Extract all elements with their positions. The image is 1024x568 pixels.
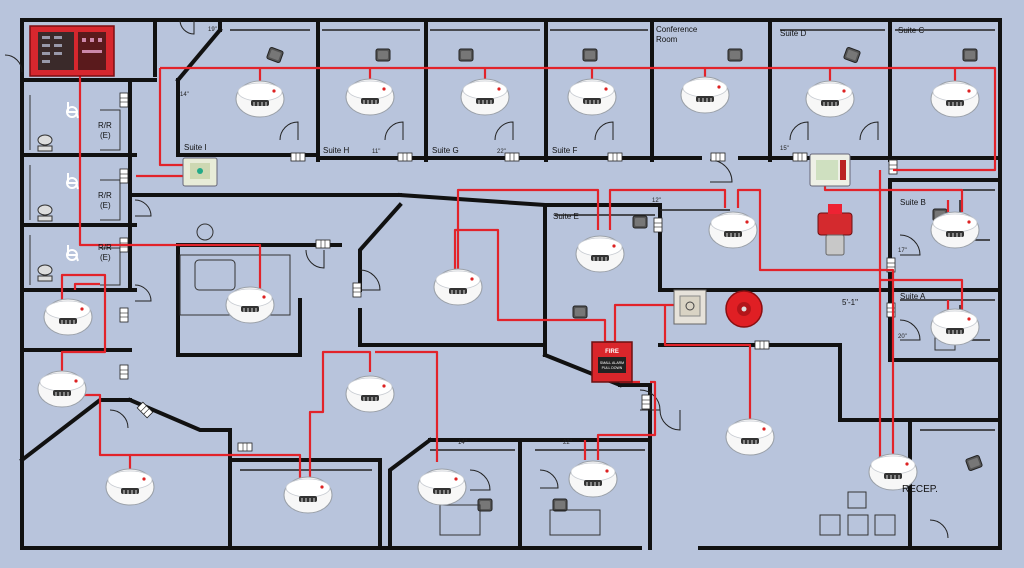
smoke-detector-icon — [235, 80, 285, 118]
smoke-detector-icon — [345, 78, 395, 116]
pull-station-text: PULL DOWN — [602, 366, 623, 370]
room-label-conference: Room — [656, 35, 678, 44]
dimension-label: 5'-1" — [842, 298, 858, 307]
dimension-labels: 19" 11" 14" 22" 12" 15" 17" 5'-1" 20" 14… — [180, 27, 907, 446]
control-module-icon — [809, 153, 851, 187]
dimension-label: 15" — [780, 146, 789, 152]
dimension-label: 19" — [208, 27, 217, 33]
room-label-suite-e: Suite E — [553, 212, 579, 221]
water-flow-switch-icon — [817, 204, 853, 256]
walls — [19, 18, 1002, 550]
dimension-label: 11" — [372, 149, 380, 155]
control-module-icon — [182, 157, 218, 187]
pull-station-label: FIRE — [605, 349, 619, 355]
smoke-detector-icon — [805, 80, 855, 118]
room-label-restroom: (E) — [100, 201, 111, 210]
smoke-detector-icon — [930, 211, 980, 249]
smoke-detector-icon — [568, 460, 618, 498]
room-label-suite-f: Suite F — [552, 146, 577, 155]
smoke-detector-icon — [725, 418, 775, 456]
room-label-restroom: (E) — [100, 131, 111, 140]
dimension-label: 22" — [497, 149, 506, 155]
room-label-reception: RECEP. — [902, 484, 938, 495]
dimension-label: 20" — [898, 334, 907, 340]
pull-station-text: SMALL ALARM — [600, 361, 624, 365]
dimension-label: 17" — [898, 248, 907, 254]
room-label-suite-i: Suite I — [184, 143, 207, 152]
room-label-suite-a: Suite A — [900, 292, 926, 301]
fire-alarm-control-panel-icon — [29, 25, 115, 77]
room-label-restroom: R/R — [98, 243, 112, 252]
room-label-conference: Conference — [656, 25, 698, 34]
manual-pull-station-icon: FIRE SMALL ALARM PULL DOWN — [591, 341, 633, 383]
wheelchair-icon — [66, 102, 79, 262]
room-label-restroom: (E) — [100, 253, 111, 262]
alarm-bell-icon — [725, 290, 763, 328]
smoke-detector-icon — [105, 468, 155, 506]
room-label-restroom: R/R — [98, 121, 112, 130]
smoke-detector-icon — [225, 286, 275, 324]
room-label-suite-d: Suite D — [780, 29, 806, 38]
toilet-icon — [37, 134, 53, 282]
smoke-detector-icon — [417, 468, 467, 506]
dimension-label: 22" — [563, 440, 572, 446]
smoke-detector-icon — [460, 78, 510, 116]
smoke-detector-icon — [37, 370, 87, 408]
smoke-detector-icon — [680, 76, 730, 114]
dimension-label: 12" — [652, 198, 661, 204]
smoke-detector-icon — [43, 298, 93, 336]
room-label-restroom: R/R — [98, 191, 112, 200]
smoke-detector-icon — [930, 308, 980, 346]
room-label-suite-h: Suite H — [323, 146, 349, 155]
restroom-fixtures — [29, 95, 121, 286]
room-label-suite-b: Suite B — [900, 198, 926, 207]
smoke-detector-icon — [567, 78, 617, 116]
alarm-wiring — [60, 34, 997, 480]
desks — [179, 223, 956, 536]
smoke-detector-icon — [283, 476, 333, 514]
monitor-module-icon — [673, 289, 707, 325]
dimension-label: 14" — [180, 92, 189, 98]
smoke-detector-icon — [575, 235, 625, 273]
room-label-suite-c: Suite C — [898, 26, 924, 35]
smoke-detector-icon — [433, 268, 483, 306]
room-labels: Suite I Suite H Suite G Suite F Conferen… — [98, 25, 938, 495]
room-label-suite-g: Suite G — [432, 146, 459, 155]
dimension-label: 14" — [458, 440, 467, 446]
smoke-detector-icon — [345, 375, 395, 413]
smoke-detector-icon — [930, 80, 980, 118]
door-swings — [4, 19, 949, 539]
smoke-detector-icon — [708, 211, 758, 249]
